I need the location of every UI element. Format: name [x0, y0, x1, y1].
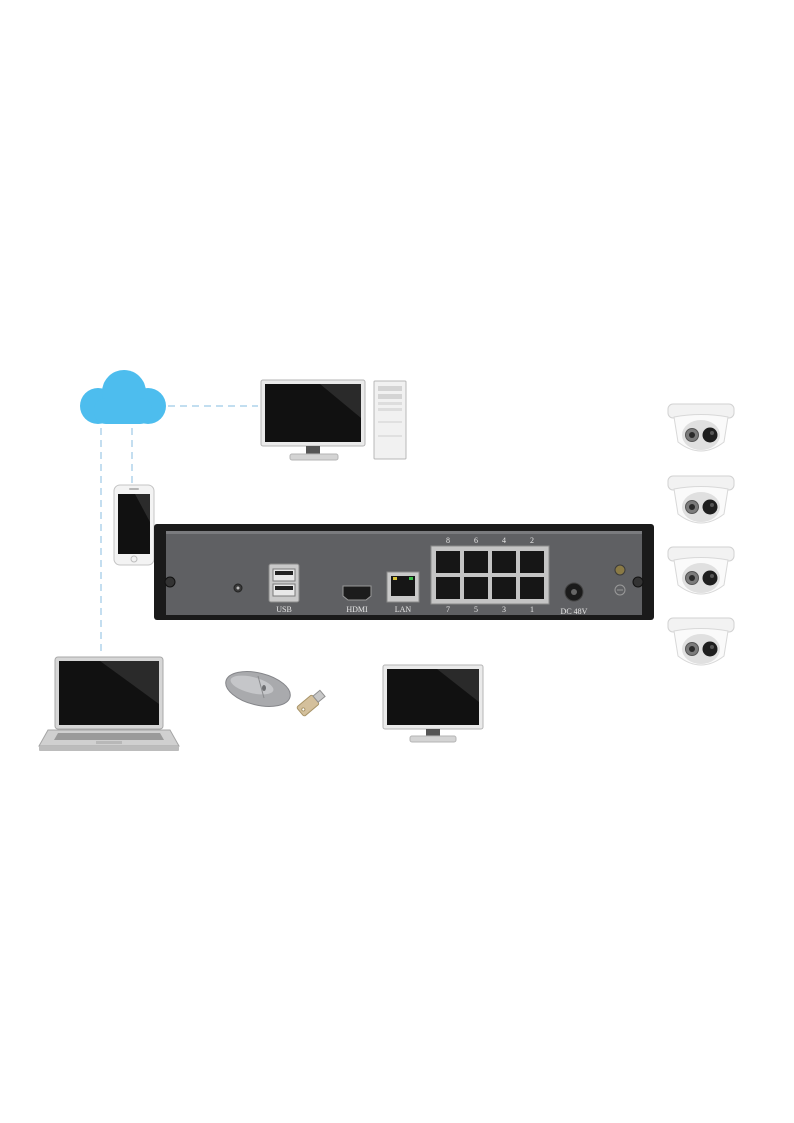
hdmi-port: [342, 585, 372, 601]
smartphone: [113, 484, 155, 566]
dc-power-jack: [564, 582, 584, 602]
cloud-icon: [80, 370, 166, 424]
poe-port-number: 5: [474, 605, 478, 614]
dome-camera: [666, 616, 736, 672]
usb-ports: [268, 563, 300, 603]
poe-port-number: 1: [530, 605, 534, 614]
usb-drive-icon: [296, 689, 326, 717]
smartphone-icon: [113, 484, 155, 566]
dc-label: DC 48V: [561, 607, 588, 616]
poe-port-number: 6: [474, 536, 478, 545]
monitor-icon: [382, 664, 484, 743]
desktop-pc-icon: [260, 379, 407, 461]
mouse: [222, 668, 294, 708]
poe-port-number: 3: [502, 605, 506, 614]
lan-port: [386, 571, 420, 603]
dome-camera-icon: [667, 475, 735, 524]
poe-port-number: 8: [446, 536, 450, 545]
nvr-recorder: USB HDMI LAN: [154, 524, 654, 620]
dome-camera-icon: [667, 617, 735, 666]
lan-label: LAN: [395, 605, 412, 614]
monitor: [382, 664, 486, 744]
poe-port-number: 4: [502, 536, 506, 545]
laptop: [38, 656, 180, 752]
dome-camera: [666, 545, 736, 601]
poe-port-number: 7: [446, 605, 450, 614]
mouse-icon: [225, 671, 291, 707]
dome-camera: [666, 402, 736, 458]
usb-label: USB: [276, 605, 292, 614]
poe-port-number: 2: [530, 536, 534, 545]
dome-camera: [666, 474, 736, 530]
dome-camera-icon: [667, 403, 735, 452]
cloud: [74, 368, 170, 428]
poe-ports: [430, 545, 550, 605]
dome-camera-icon: [667, 546, 735, 595]
hdmi-label: HDMI: [346, 605, 368, 614]
usb-drive: [294, 686, 328, 720]
laptop-icon: [38, 656, 180, 751]
desktop-pc: [260, 378, 412, 462]
